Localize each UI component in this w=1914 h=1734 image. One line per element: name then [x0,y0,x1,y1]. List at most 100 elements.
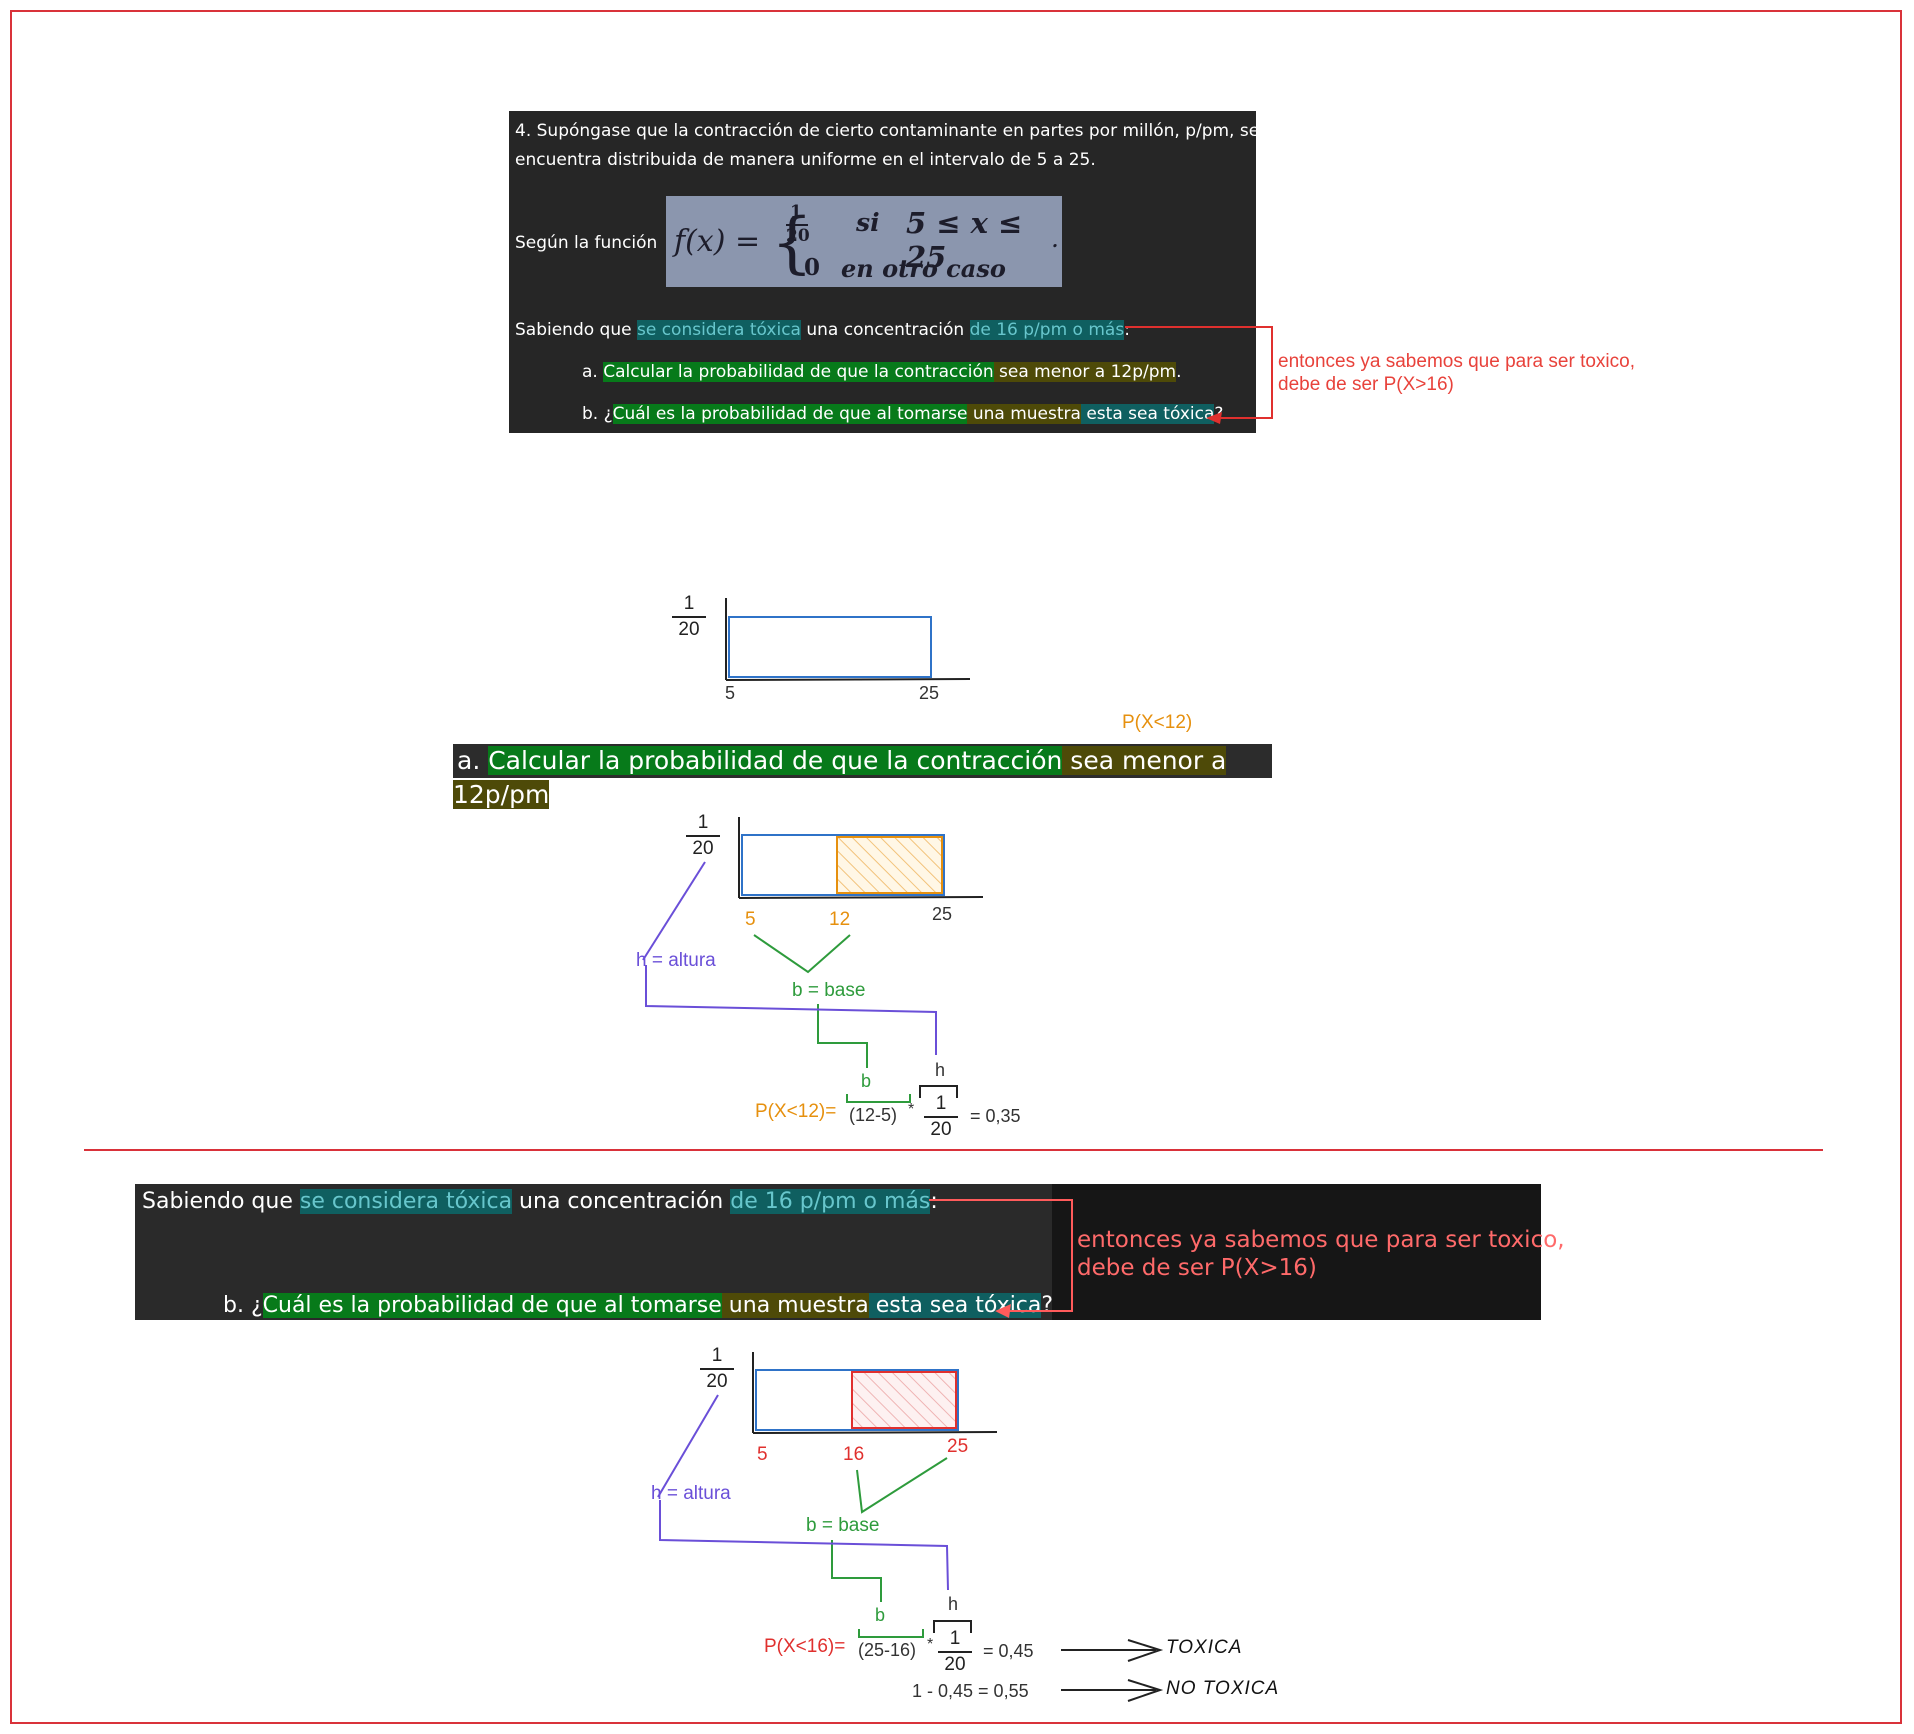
part-b-banner: Sabiendo que se considera tóxica una con… [135,1184,1565,1321]
graph-b-h-bracket [933,1620,972,1633]
sabiendo-p3: una concentración [800,320,970,340]
banner-b-sabiendo: Sabiendo que se considera tóxica una con… [142,1187,938,1217]
formula-si: si [856,208,880,237]
banner-b-note: entonces ya sabemos que para ser toxico,… [1077,1226,1565,1282]
formula-b-den: 20 [944,1653,966,1675]
graph-a-b-bracket [846,1094,911,1103]
formula-a-den: 20 [930,1118,952,1140]
graph-a-x1: 5 [745,909,756,930]
graph-b-b-bracket [858,1629,924,1638]
toxica-arrowhead [1127,1639,1164,1662]
banner-b-s2: se considera tóxica [299,1189,513,1214]
part-a-label: P(X<12) [1122,712,1193,733]
banner-b-b2: Cuál es la probabilidad de que al tomars… [262,1293,722,1318]
banner-b-s3: una concentración [512,1189,731,1214]
graph-b-height-pointer [657,1394,719,1498]
sabiendo-toxica: se considera tóxica [636,320,801,340]
formula-range: 5 ≤ x ≤ 25 [906,206,1023,274]
no-toxica-arrowhead [1127,1679,1164,1702]
note-arrowhead [1206,412,1222,424]
part-a-banner: a. Calcular la probabilidad de que la co… [453,744,1272,809]
graph-a-base-connector [753,934,851,974]
banner-b-s1: Sabiendo que [142,1189,300,1214]
graph-a-height-fraction: 1 20 [686,812,720,860]
formula-b-base: (25-16) [858,1640,917,1660]
graph1-x-start: 5 [725,683,736,703]
graph-a-h-small: h [935,1060,946,1080]
graph1-num: 1 [683,593,695,614]
graph1-fraction-bar [672,616,706,618]
problem-line-2: encuentra distribuida de manera uniforme… [515,150,1096,170]
formula-lhs: f(x) = [674,224,761,259]
graph-b-num: 1 [711,1345,723,1366]
sabiendo-line: Sabiendo que se considera tóxica una con… [515,320,1130,340]
formula-num: 1 [790,202,802,222]
formula-dot: . [1051,224,1059,253]
banner-b-b4: esta sea tóxica [868,1293,1042,1318]
formula-den: 20 [786,226,810,246]
label-toxica: TOXICA [1166,1637,1243,1658]
graph-b-base-connector [856,1457,948,1514]
question-a: a. Calcular la probabilidad de que la co… [582,362,1182,382]
page-frame [10,10,1902,1724]
label-no-toxica: NO TOXICA [1166,1678,1280,1699]
banner-a-p1: a. [457,746,489,775]
graph-a-num: 1 [697,812,709,833]
density-formula: f(x) = { 1 20 si 5 ≤ x ≤ 25 . 0 en otro … [666,196,1062,287]
graph-b-height-leader [659,1500,949,1591]
graph1-x-axis [725,678,971,681]
graph-b-area-rect [851,1371,957,1429]
formula-otro: en otro caso [841,254,1006,283]
banner-b-b3: una muestra [721,1293,869,1318]
formula-a-result: = 0,35 [970,1106,1021,1126]
graph-b-x1: 5 [757,1444,768,1465]
graph-b-b-small: b [875,1605,886,1625]
formula-a-base: (12-5) [849,1105,898,1125]
graph-b-b-label: b = base [806,1515,880,1536]
formula-a-lhs: P(X<12)= [755,1101,837,1122]
segun-label: Según la función [515,233,658,253]
note-line-1: entonces ya sabemos que para ser toxico, [1278,351,1635,372]
formula-a-fraction-bar [924,1116,958,1118]
banner-b-note-line-2: debe de ser P(X>16) [1077,1255,1317,1281]
graph-a-fraction-bar [686,835,720,837]
graph-a-density-rect [741,834,945,896]
qa-p1: a. [582,362,604,382]
qa-p2: Calcular la probabilidad de que la contr… [603,362,994,382]
formula-b-result: = 0,45 [983,1641,1034,1661]
graph1-x-end: 25 [919,683,940,703]
graph1-height-fraction: 1 20 [672,593,706,641]
graph-a-height-pointer [642,861,706,961]
banner-b-question: b. ¿Cuál es la probabilidad de que al to… [223,1291,1053,1321]
question-b: b. ¿Cuál es la probabilidad de que al to… [582,404,1223,424]
graph1-density-rect [728,616,932,678]
graph-a-den: 20 [692,837,714,859]
graph-a-b-label: b = base [792,980,866,1001]
banner-a-p4: . [549,780,558,809]
graph-a-h-label: h = altura [636,950,716,971]
qb-p2: Cuál es la probabilidad de que al tomars… [612,404,968,424]
banner-b-connector-arrow [929,1199,1073,1312]
graph-a-h-bracket [919,1085,958,1098]
banner-b-b5: ? [1041,1293,1054,1318]
formula-b-num: 1 [949,1628,961,1649]
problem-statement: 4. Supóngase que la contracción de ciert… [509,111,1260,433]
banner-b-b1: b. ¿ [223,1293,263,1318]
banner-b-s5: : [930,1189,938,1214]
graph-b-fraction-bar [700,1368,734,1370]
qa-p3: sea menor a 12p/pm [993,362,1177,382]
formula-a-num: 1 [935,1093,947,1114]
banner-b-left-panel: Sabiendo que se considera tóxica una con… [135,1184,1053,1321]
graph-a-x2: 12 [829,909,851,930]
graph-a-height-leader [645,965,937,1055]
formula-b-lhs: P(X<16)= [764,1636,846,1657]
banner-b-arrowhead [995,1304,1011,1318]
graph-a-x-axis [738,896,984,899]
banner-b-note-line-1: entonces ya sabemos que para ser toxico, [1077,1227,1565,1253]
qb-p1: b. ¿ [582,404,613,424]
banner-b-s4: de 16 p/pm o más [730,1189,931,1214]
note-line-2: debe de ser P(X>16) [1278,374,1454,395]
graph-b-height-fraction: 1 20 [700,1345,734,1393]
problem-line-1: 4. Supóngase que la contracción de ciert… [515,121,1260,141]
graph-b-base-leader [831,1540,882,1602]
